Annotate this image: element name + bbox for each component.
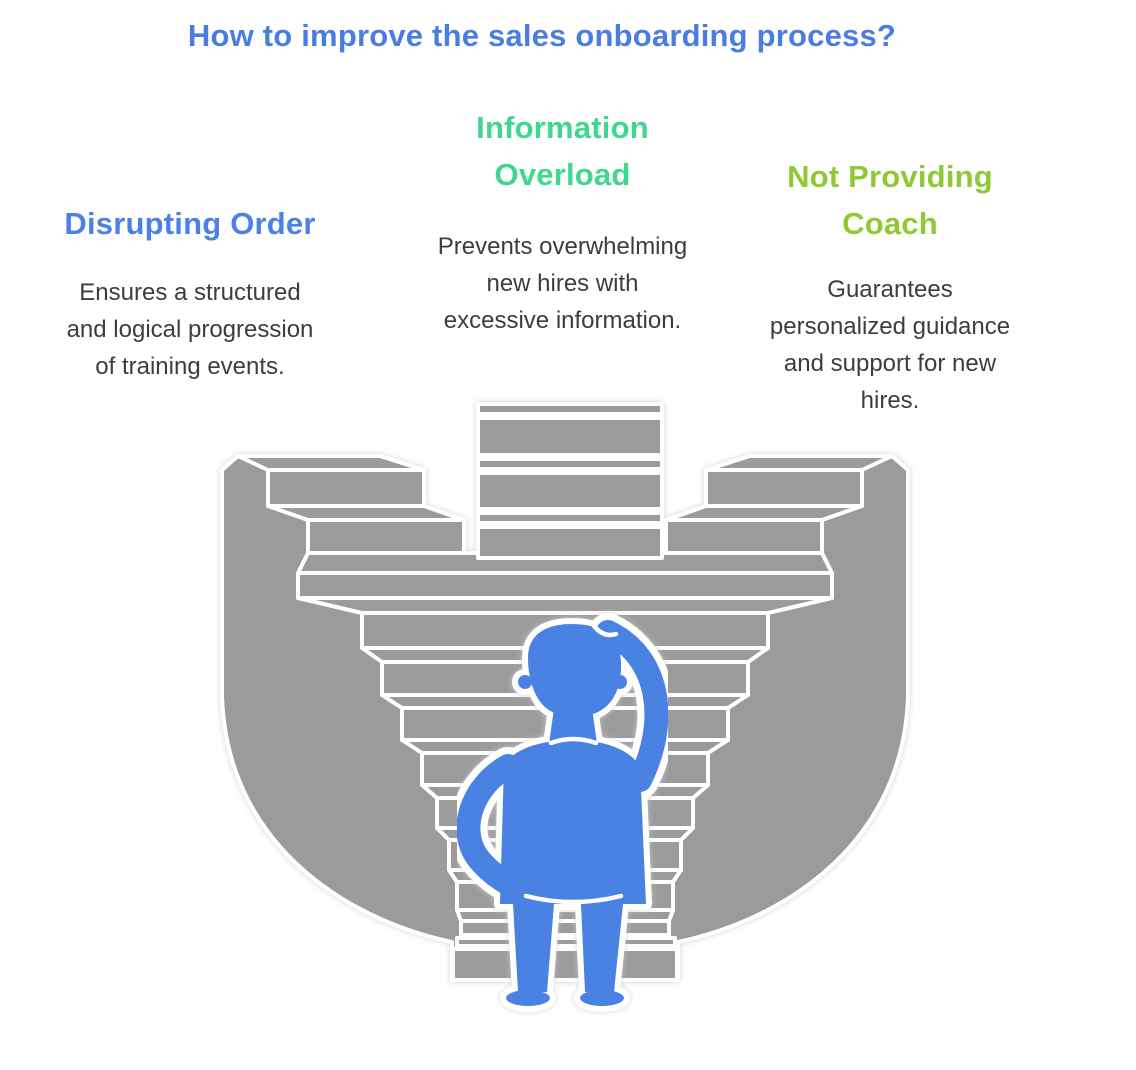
person-collar-line	[548, 736, 599, 746]
left-step-wing	[236, 454, 466, 555]
body-information-overload: Prevents overwhelming new hires with exc…	[437, 233, 688, 334]
person-fill-layer	[456, 620, 669, 1006]
body-disrupting-order: Ensures a structured and logical progres…	[66, 279, 314, 380]
person-finger-curl	[591, 623, 619, 638]
person-neck	[549, 708, 597, 744]
person-right-foot	[580, 990, 624, 1006]
page-title: How to improve the sales onboarding proc…	[187, 18, 897, 53]
person-waist-line	[523, 893, 624, 905]
person-head	[528, 624, 622, 717]
person-raised-arm	[596, 620, 669, 792]
right-step-wing	[664, 454, 894, 555]
textured-base-block	[451, 947, 679, 982]
person-left-leg	[513, 904, 554, 992]
person-left-foot	[506, 990, 550, 1006]
person-left-ear	[518, 675, 532, 689]
heading-information-overload: Information Overload	[476, 110, 649, 192]
person-figure	[449, 613, 676, 1012]
center-tower	[476, 402, 664, 560]
person-torso	[500, 740, 646, 904]
column-information-overload: Information Overload Prevents overwhelmi…	[385, 104, 740, 339]
body-not-providing-coach: Guarantees personalized guidance and sup…	[769, 276, 1011, 414]
heading-not-providing-coach: Not Providing Coach	[787, 159, 993, 241]
column-not-providing-coach: Not Providing Coach Guarantees personali…	[745, 153, 1035, 419]
person-right-leg	[581, 904, 623, 992]
staircase-illustration	[220, 402, 910, 1012]
heading-disrupting-order: Disrupting Order	[64, 206, 316, 241]
column-disrupting-order: Disrupting Order Ensures a structured an…	[15, 200, 365, 385]
